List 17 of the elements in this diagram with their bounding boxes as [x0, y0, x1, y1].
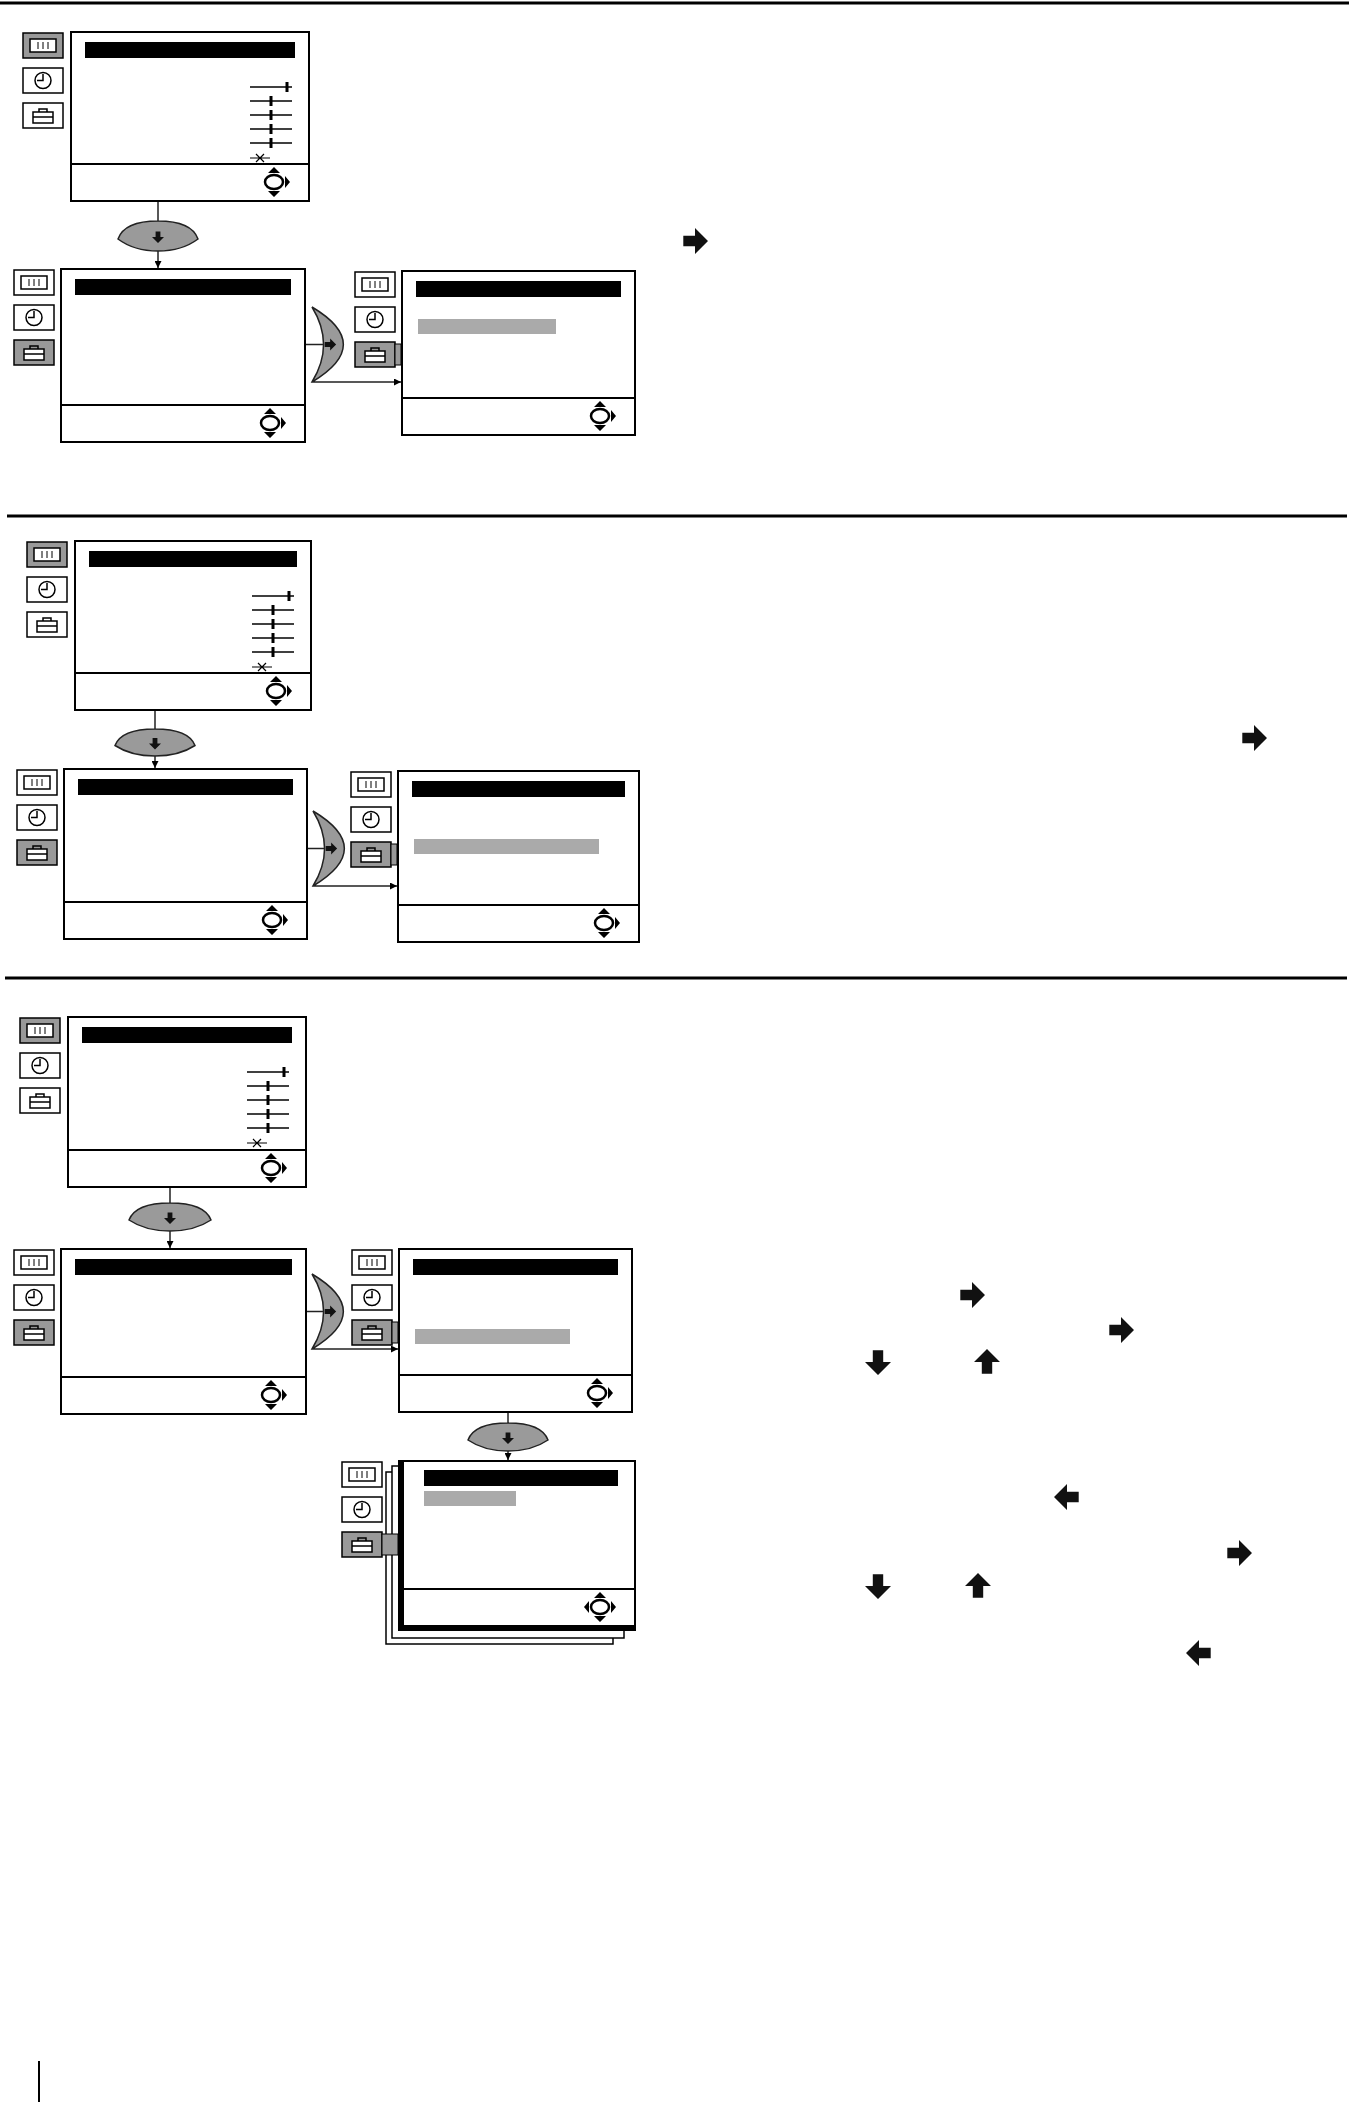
right-arrow-button: [306, 1273, 399, 1353]
right-arrow-button: [305, 306, 402, 386]
down-arrow-button: [117, 201, 199, 269]
menu-screen: [401, 270, 636, 436]
menu-screen: [398, 1460, 636, 1631]
menu-screen: [67, 1016, 307, 1188]
menu-screen: [63, 768, 308, 940]
menu-screen: [60, 268, 306, 443]
right-arrow-button: [307, 810, 398, 890]
down-arrow-button: [467, 1412, 549, 1461]
menu-screen: [60, 1248, 307, 1415]
down-arrow-button: [128, 1187, 212, 1249]
menu-screen: [70, 31, 310, 202]
down-arrow-button: [114, 710, 196, 769]
menu-screen: [397, 770, 640, 943]
menu-screen: [74, 540, 312, 711]
menu-screen: [398, 1248, 633, 1413]
